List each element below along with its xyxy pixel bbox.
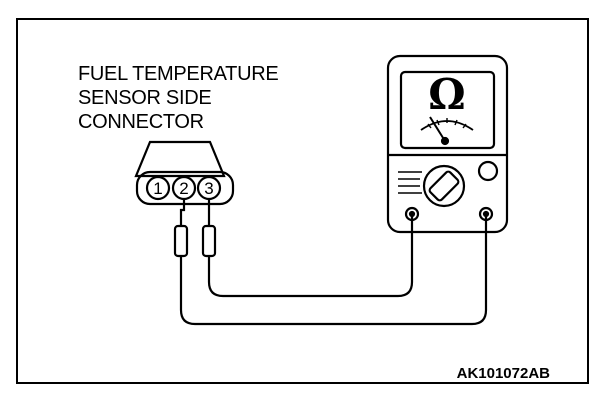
ohmmeter: [386, 54, 509, 234]
zero-adjust-button: [477, 160, 499, 182]
figure-code: AK101072AB: [456, 365, 550, 382]
connector-housing-top: [134, 140, 226, 178]
connector-label-line-2: SENSOR SIDE: [78, 87, 212, 109]
pin-1: [145, 175, 171, 201]
diagram-frame: [16, 18, 589, 384]
meter-needle: [429, 116, 446, 142]
probe-wire-pin-2: [179, 199, 186, 226]
connector-label-line-1: FUEL TEMPERATURE: [78, 63, 279, 85]
knob-pointer: [428, 170, 460, 202]
meter-terminal-right: [478, 206, 494, 222]
pin-2-label: 2: [179, 179, 188, 198]
test-lead-outer: [179, 216, 488, 326]
range-selector-knob: [422, 164, 466, 208]
test-lead-inner: [207, 216, 414, 298]
connector-label-line-3: CONNECTOR: [78, 111, 204, 133]
meter-body: [386, 54, 509, 234]
test-probe-right: [201, 224, 217, 258]
meter-terminal-left: [404, 206, 420, 222]
pin-3-label: 3: [204, 179, 213, 198]
pin-1-label: 1: [153, 179, 162, 198]
meter-display-window: [399, 70, 496, 150]
test-probe-left: [173, 224, 189, 258]
ohm-symbol: Ω: [428, 70, 465, 119]
